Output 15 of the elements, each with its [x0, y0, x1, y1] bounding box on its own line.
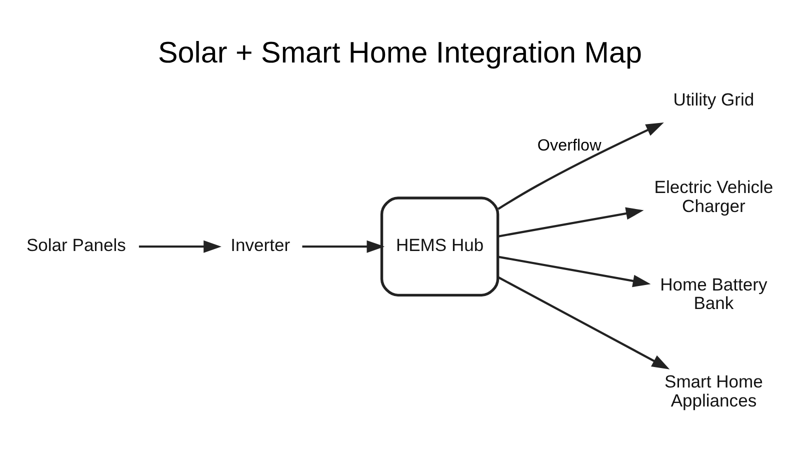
node-text: Smart Home Appliances — [664, 371, 763, 410]
edge-label: Overflow — [537, 136, 602, 154]
arrow — [498, 256, 651, 288]
node-box: HEMS Hub — [380, 196, 500, 297]
node-text: Solar Panels — [26, 235, 126, 256]
arrow — [498, 122, 664, 210]
node-text: Inverter — [230, 235, 290, 256]
node-text: Utility Grid — [673, 89, 754, 110]
arrow — [138, 240, 222, 253]
node-text: Electric Vehicle Charger — [654, 177, 774, 216]
arrow — [498, 276, 670, 370]
diagram-title: Solar + Smart Home Integration Map — [158, 36, 642, 70]
node-text: Home Battery Bank — [660, 274, 768, 314]
arrow — [498, 207, 644, 238]
arrow — [302, 240, 385, 253]
